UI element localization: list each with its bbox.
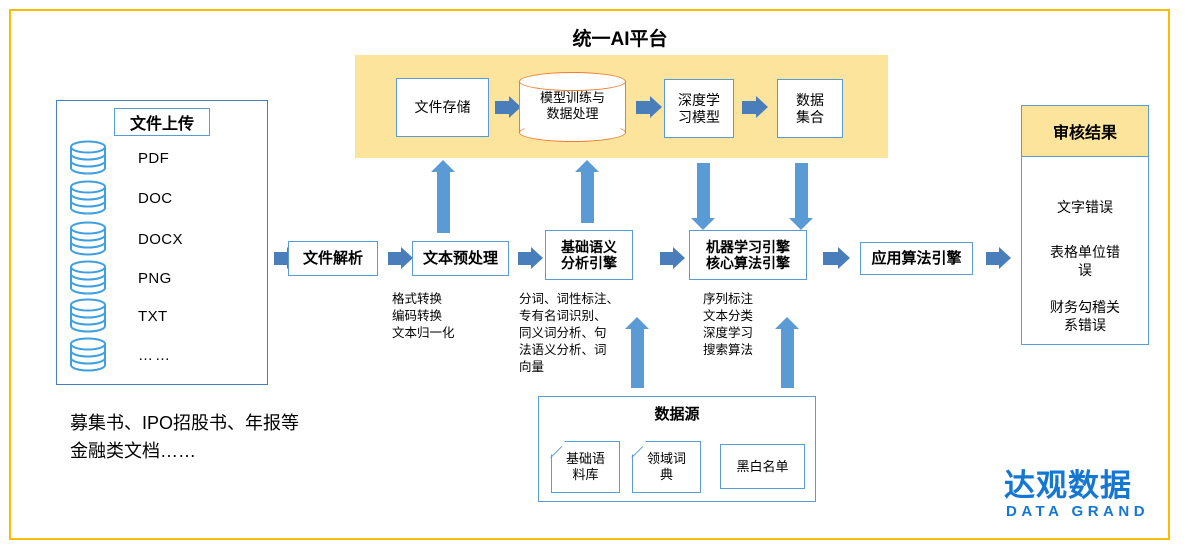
database-icon [68, 260, 108, 296]
note-semantic: 分词、词性标注、 专有名词识别、 同义词分析、句 法语义分析、词 向量 [519, 292, 620, 374]
node-app-engine-label: 应用算法引擎 [871, 249, 962, 267]
database-icon [68, 180, 108, 216]
caption-line-2: 金融类文档…… [70, 440, 196, 461]
arrow-up-semantic-to-training [575, 160, 599, 223]
caption-line-1: 募集书、IPO招股书、年报等 [70, 413, 300, 433]
file-row[interactable]: DOCX [68, 219, 258, 259]
file-type-label: PDF [138, 149, 170, 167]
outer-frame [9, 9, 1170, 540]
arrow-preprocess-to-semantic [518, 247, 543, 269]
audit-result-title: 审核结果 [1021, 105, 1149, 157]
file-type-label: TXT [138, 307, 168, 325]
node-semantic-engine[interactable]: 基础语义 分析引擎 [545, 230, 633, 280]
datasource-item-corpus[interactable]: 基础语 料库 [551, 441, 620, 493]
file-row[interactable]: TXT [68, 296, 258, 336]
node-semantic-line1: 基础语义 [561, 238, 617, 255]
database-icon [68, 298, 108, 334]
node-file-parse-label: 文件解析 [302, 249, 363, 267]
arrow-up-parse-to-storage [431, 160, 455, 233]
arrow-dlmodel-to-dataset [742, 96, 768, 118]
node-ml-engine[interactable]: 机器学习引擎 核心算法引擎 [689, 230, 807, 280]
node-model-training-cylinder[interactable]: 模型训练与 数据处理 [519, 72, 626, 142]
file-type-label: DOC [138, 189, 173, 207]
node-ml-line2: 核心算法引擎 [706, 255, 790, 271]
arrow-down-dataset-to-ml [789, 163, 813, 230]
database-icon [68, 140, 108, 176]
result-item: 表格单位错 误 [1050, 244, 1120, 279]
brand-logo-cn: 达观数据 [1004, 468, 1132, 503]
note-ml-engine: 序列标注 文本分类 深度学习 搜索算法 [703, 292, 754, 357]
arrow-up-datasource-to-ml [775, 317, 799, 388]
result-item: 文字错误 [1057, 199, 1113, 215]
node-model-training-label: 模型训练与 数据处理 [539, 90, 605, 122]
node-text-preprocess[interactable]: 文本预处理 [412, 241, 509, 276]
node-semantic-line2: 分析引擎 [561, 255, 617, 271]
file-row[interactable]: …… [68, 335, 258, 375]
node-dataset[interactable]: 数据 集合 [777, 79, 843, 138]
node-text-preprocess-label: 文本预处理 [422, 249, 498, 267]
node-deep-learning-model[interactable]: 深度学 习模型 [664, 79, 734, 138]
database-icon [68, 221, 108, 257]
node-app-engine[interactable]: 应用算法引擎 [860, 242, 973, 275]
arrow-storage-to-training [495, 96, 521, 118]
cylinder-top [519, 72, 626, 91]
node-dataset-line1: 数据 [796, 92, 824, 109]
file-row[interactable]: PDF [68, 138, 258, 178]
file-type-label: PNG [138, 269, 172, 287]
file-upload-panel [56, 100, 268, 385]
arrow-ml-to-app [823, 247, 850, 269]
arrow-app-to-result [986, 247, 1011, 269]
result-item: 财务勾稽关 系错误 [1050, 299, 1120, 334]
node-file-storage-label: 文件存储 [414, 99, 471, 116]
arrow-down-dlmodel-to-ml [691, 163, 715, 230]
arrow-up-datasource-to-semantic [625, 317, 649, 388]
arrow-upload-to-parse [274, 247, 299, 269]
node-dataset-line2: 集合 [796, 108, 824, 125]
node-dl-line2: 习模型 [678, 108, 720, 125]
file-row[interactable]: PNG [68, 258, 258, 298]
datasource-item-domain-dict[interactable]: 领域词 典 [632, 441, 701, 493]
arrow-parse-to-preprocess [388, 247, 413, 269]
note-preprocess: 格式转换 编码转换 文本归一化 [392, 292, 455, 340]
node-file-parse[interactable]: 文件解析 [288, 241, 378, 276]
node-file-storage[interactable]: 文件存储 [396, 78, 489, 137]
node-ml-line1: 机器学习引擎 [706, 238, 790, 255]
file-type-label: …… [138, 346, 172, 364]
brand-logo-en: DATA GRAND [1006, 503, 1150, 520]
file-row[interactable]: DOC [68, 178, 258, 218]
upload-caption: 募集书、IPO招股书、年报等 金融类文档…… [70, 410, 400, 466]
file-upload-title: 文件上传 [114, 108, 210, 136]
arrow-semantic-to-ml [660, 247, 685, 269]
node-dl-line1: 深度学 [678, 92, 720, 109]
arrow-training-to-dlmodel [636, 96, 662, 118]
cylinder-bottom [519, 123, 626, 142]
datasource-title: 数据源 [654, 406, 700, 423]
database-icon [68, 337, 108, 373]
datasource-item-blacklist[interactable]: 黑白名单 [720, 444, 805, 489]
file-type-label: DOCX [138, 230, 183, 248]
page-title: 统一AI平台 [572, 29, 668, 50]
